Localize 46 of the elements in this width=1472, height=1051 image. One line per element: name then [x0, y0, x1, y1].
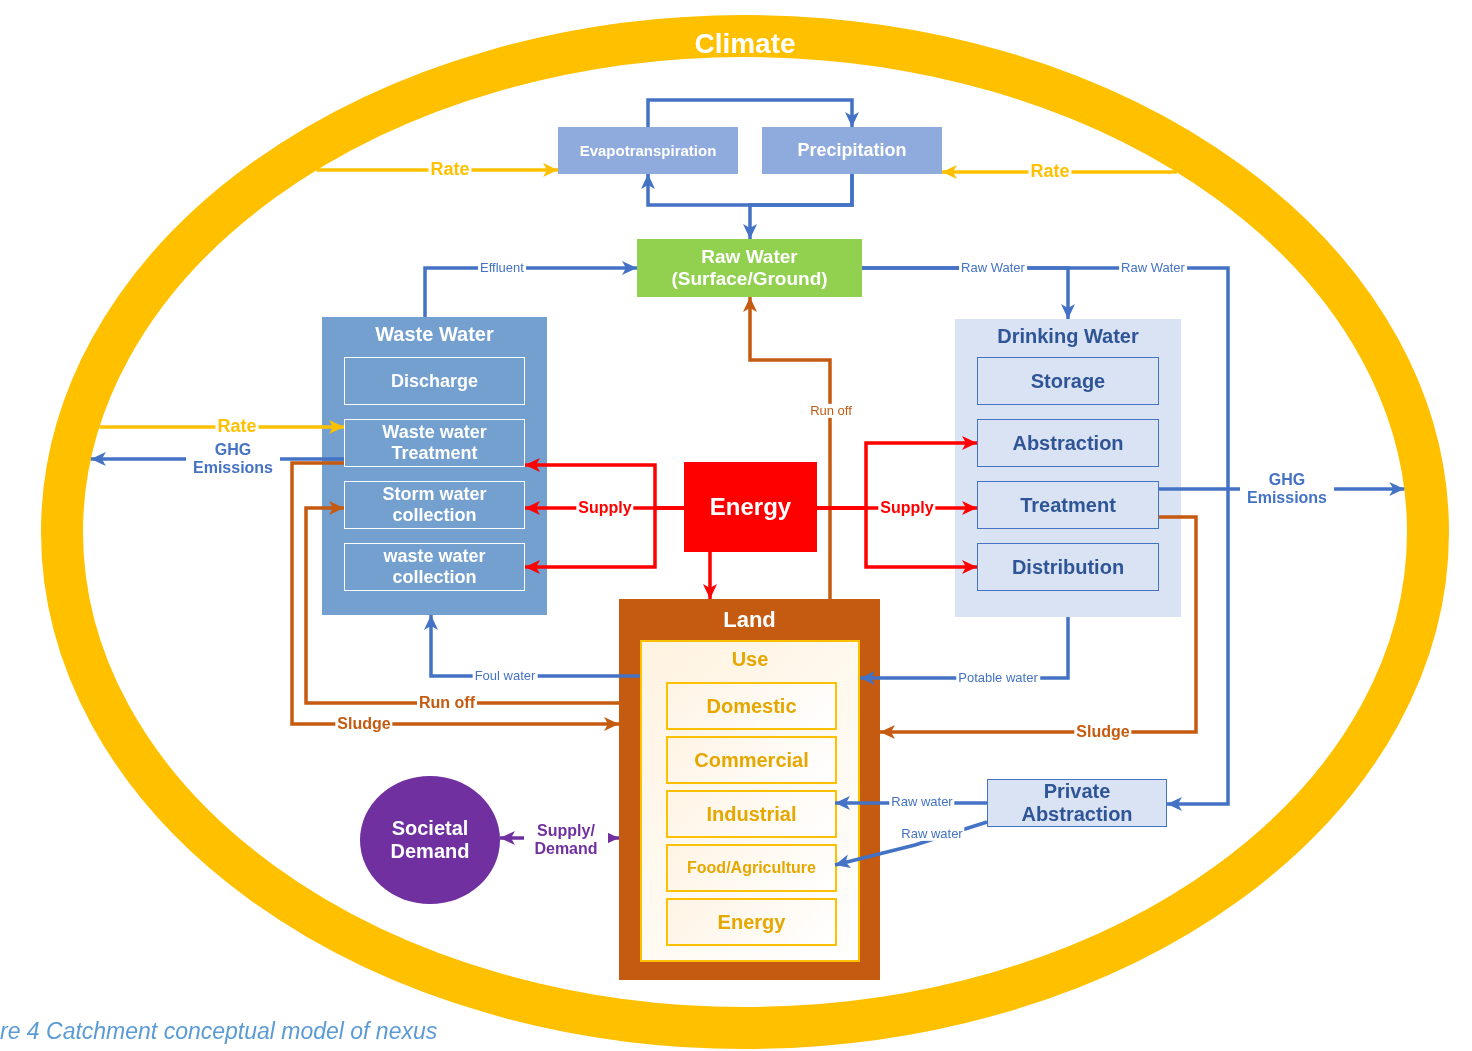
- process-box: Storage: [977, 357, 1159, 405]
- edge-label: Sludge: [1074, 723, 1132, 741]
- process-box: Private Abstraction: [987, 779, 1167, 827]
- arrow: [99, 420, 344, 434]
- process-box: Food/Agriculture: [666, 844, 837, 892]
- ring-label: Climate: [693, 28, 797, 60]
- arrow: [641, 174, 854, 207]
- process-box: waste water collection: [344, 543, 525, 591]
- arrow: [304, 501, 619, 705]
- caption: re 4 Catchment conceptual model of nexus: [0, 1018, 438, 1045]
- climate-ring: [41, 15, 1449, 1049]
- process-box: Evapotranspiration: [558, 127, 738, 174]
- process-box: Domestic: [666, 682, 837, 730]
- arrow: [817, 506, 977, 574]
- process-box: Waste water Treatment: [344, 419, 525, 467]
- edge-label: Sludge: [335, 715, 393, 733]
- process-box: Treatment: [977, 481, 1159, 529]
- group-panel: [619, 599, 880, 980]
- process-box: Distribution: [977, 543, 1159, 591]
- process-box: Raw Water (Surface/Ground): [637, 239, 862, 297]
- process-box: Storm water collection: [344, 481, 525, 529]
- arrow: [743, 297, 832, 599]
- arrow: [646, 98, 859, 127]
- group-panel: [322, 317, 547, 615]
- group-panel: [955, 319, 1181, 617]
- process-box: Precipitation: [762, 127, 942, 174]
- edge-label: Raw water: [899, 826, 965, 842]
- panel-title: Land: [722, 607, 777, 633]
- panel-title: Use: [730, 648, 770, 671]
- process-box: Commercial: [666, 736, 837, 784]
- edge-label: Run off: [808, 403, 854, 419]
- panel-title: Waste Water: [374, 323, 495, 346]
- circle-node: Societal Demand: [360, 776, 500, 904]
- arrow: [880, 515, 1198, 739]
- panel-title: Drinking Water: [996, 325, 1140, 348]
- edge-label: Supply: [878, 499, 936, 517]
- process-box: Industrial: [666, 790, 837, 838]
- process-box: Abstraction: [977, 419, 1159, 467]
- arrow: [290, 461, 619, 731]
- process-box: Discharge: [344, 357, 525, 405]
- arrow: [703, 552, 717, 599]
- edge-label: Supply: [576, 499, 634, 517]
- process-box: Energy: [666, 898, 837, 946]
- group-panel: [640, 640, 860, 962]
- process-box: Energy: [684, 462, 817, 552]
- arrow: [525, 506, 684, 574]
